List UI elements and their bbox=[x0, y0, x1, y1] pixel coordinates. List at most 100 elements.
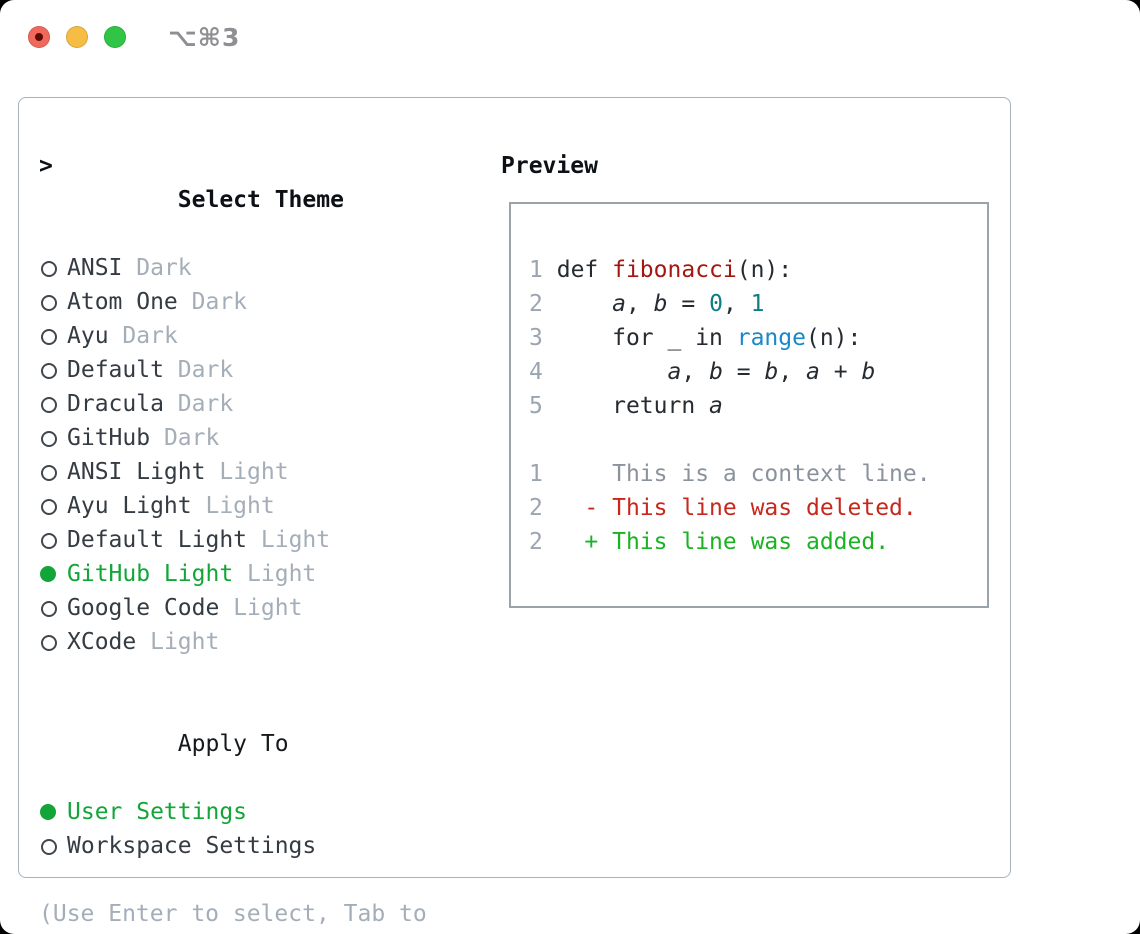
code-segment: + This line was added. bbox=[556, 529, 890, 555]
theme-name: Default Light bbox=[67, 527, 248, 553]
spacer bbox=[39, 659, 479, 693]
line-number: 2 bbox=[529, 291, 543, 317]
code-segment: - This line was deleted. bbox=[556, 495, 917, 521]
code-segment: range bbox=[736, 325, 806, 351]
radio-icon[interactable] bbox=[41, 839, 57, 855]
theme-variant: Dark bbox=[191, 289, 248, 315]
theme-list-title: Select Theme bbox=[177, 187, 344, 213]
radio-icon[interactable] bbox=[41, 397, 57, 413]
theme-name: Ayu Light bbox=[67, 493, 192, 519]
theme-option-ayu[interactable]: Ayu Dark bbox=[39, 319, 479, 353]
radio-icon[interactable] bbox=[41, 465, 57, 481]
line-number: 3 bbox=[529, 325, 543, 351]
theme-name: Dracula bbox=[67, 391, 164, 417]
theme-option-ansi[interactable]: ANSI Dark bbox=[39, 251, 479, 285]
apply-option-user-settings[interactable]: User Settings bbox=[39, 795, 479, 829]
code-segment: for _ in bbox=[556, 325, 737, 351]
preview-title: Preview bbox=[501, 153, 598, 179]
code-segment: b bbox=[861, 359, 876, 385]
radio-icon[interactable] bbox=[41, 499, 57, 515]
theme-variant: Dark bbox=[177, 391, 234, 417]
theme-name: Atom One bbox=[67, 289, 178, 315]
code-segment: , bbox=[722, 291, 751, 317]
radio-icon[interactable] bbox=[41, 601, 57, 617]
radio-icon[interactable] bbox=[41, 261, 57, 277]
theme-option-xcode[interactable]: XCode Light bbox=[39, 625, 479, 659]
code-segment: b bbox=[653, 291, 668, 317]
code-segment: 0 bbox=[709, 291, 723, 317]
apply-to-header: Apply To bbox=[39, 693, 479, 795]
theme-name: Ayu bbox=[67, 323, 109, 349]
code-segment: return bbox=[556, 393, 710, 419]
theme-variant: Dark bbox=[136, 255, 192, 281]
theme-option-google-code[interactable]: Google Code Light bbox=[39, 591, 479, 625]
radio-icon[interactable] bbox=[41, 329, 57, 345]
theme-option-github-light[interactable]: GitHub Light Light bbox=[39, 557, 479, 591]
code-segment: def bbox=[556, 257, 613, 283]
code-segment: b bbox=[709, 359, 723, 385]
theme-option-ayu-light[interactable]: Ayu Light Light bbox=[39, 489, 479, 523]
code-segment: a bbox=[806, 359, 820, 385]
code-segment: = bbox=[722, 359, 765, 385]
code-segment bbox=[557, 291, 612, 317]
diff-line: 2 + This line was added. bbox=[529, 525, 987, 559]
theme-list-header: > Select Theme bbox=[39, 149, 479, 251]
line-number: 1 bbox=[529, 461, 543, 487]
radio-icon[interactable] bbox=[41, 295, 57, 311]
apply-to-title: Apply To bbox=[177, 731, 289, 757]
theme-name: GitHub bbox=[67, 425, 151, 451]
code-segment: + bbox=[819, 359, 862, 385]
code-segment: fibonacci bbox=[612, 257, 737, 283]
code-segment: a bbox=[667, 359, 682, 385]
code-segment: a bbox=[709, 393, 723, 419]
line-number: 5 bbox=[529, 393, 543, 419]
apply-option-label: User Settings bbox=[67, 799, 248, 825]
theme-option-dracula[interactable]: Dracula Dark bbox=[39, 387, 479, 421]
code-segment: a bbox=[612, 291, 626, 317]
code-segment: This is a context line. bbox=[556, 461, 931, 487]
window-title-shortcut: ⌥⌘3 bbox=[168, 22, 241, 52]
close-button[interactable] bbox=[28, 26, 50, 48]
code-segment: , bbox=[778, 359, 807, 385]
theme-option-default-light[interactable]: Default Light Light bbox=[39, 523, 479, 557]
theme-option-atom-one[interactable]: Atom One Dark bbox=[39, 285, 479, 319]
radio-selected-icon[interactable] bbox=[40, 804, 56, 820]
theme-name: ANSI Light bbox=[67, 459, 206, 485]
diff-line: 2 - This line was deleted. bbox=[529, 491, 987, 525]
code-line: 1 def fibonacci(n): bbox=[529, 253, 987, 287]
theme-option-github[interactable]: GitHub Dark bbox=[39, 421, 479, 455]
theme-variant: Dark bbox=[163, 425, 220, 451]
radio-icon[interactable] bbox=[41, 363, 57, 379]
theme-variant: Dark bbox=[122, 323, 178, 349]
code-line: 2 a, b = 0, 1 bbox=[529, 287, 987, 321]
radio-selected-icon[interactable] bbox=[40, 566, 56, 582]
code-segment: , bbox=[681, 359, 710, 385]
theme-variant: Light bbox=[150, 629, 220, 655]
theme-variant: Light bbox=[247, 561, 317, 587]
code-segment: , bbox=[625, 291, 654, 317]
theme-option-default[interactable]: Default Dark bbox=[39, 353, 479, 387]
radio-icon[interactable] bbox=[41, 533, 57, 549]
theme-name: ANSI bbox=[67, 255, 123, 281]
theme-variant: Light bbox=[205, 493, 275, 519]
code-line: 4 a, b = b, a + b bbox=[529, 355, 987, 389]
line-number: 2 bbox=[529, 529, 543, 555]
theme-variant: Light bbox=[233, 595, 303, 621]
apply-option-label: Workspace Settings bbox=[67, 833, 317, 859]
theme-name: GitHub Light bbox=[67, 561, 234, 587]
radio-icon[interactable] bbox=[41, 635, 57, 651]
selection-prompt-icon: > bbox=[39, 153, 53, 179]
theme-option-ansi-light[interactable]: ANSI Light Light bbox=[39, 455, 479, 489]
apply-option-workspace-settings[interactable]: Workspace Settings bbox=[39, 829, 479, 863]
radio-icon[interactable] bbox=[41, 431, 57, 447]
zoom-button[interactable] bbox=[104, 26, 126, 48]
code-segment: (n): bbox=[736, 257, 793, 283]
diff-line: 1 This is a context line. bbox=[529, 457, 987, 491]
code-segment: 1 bbox=[750, 291, 765, 317]
minimize-button[interactable] bbox=[66, 26, 88, 48]
